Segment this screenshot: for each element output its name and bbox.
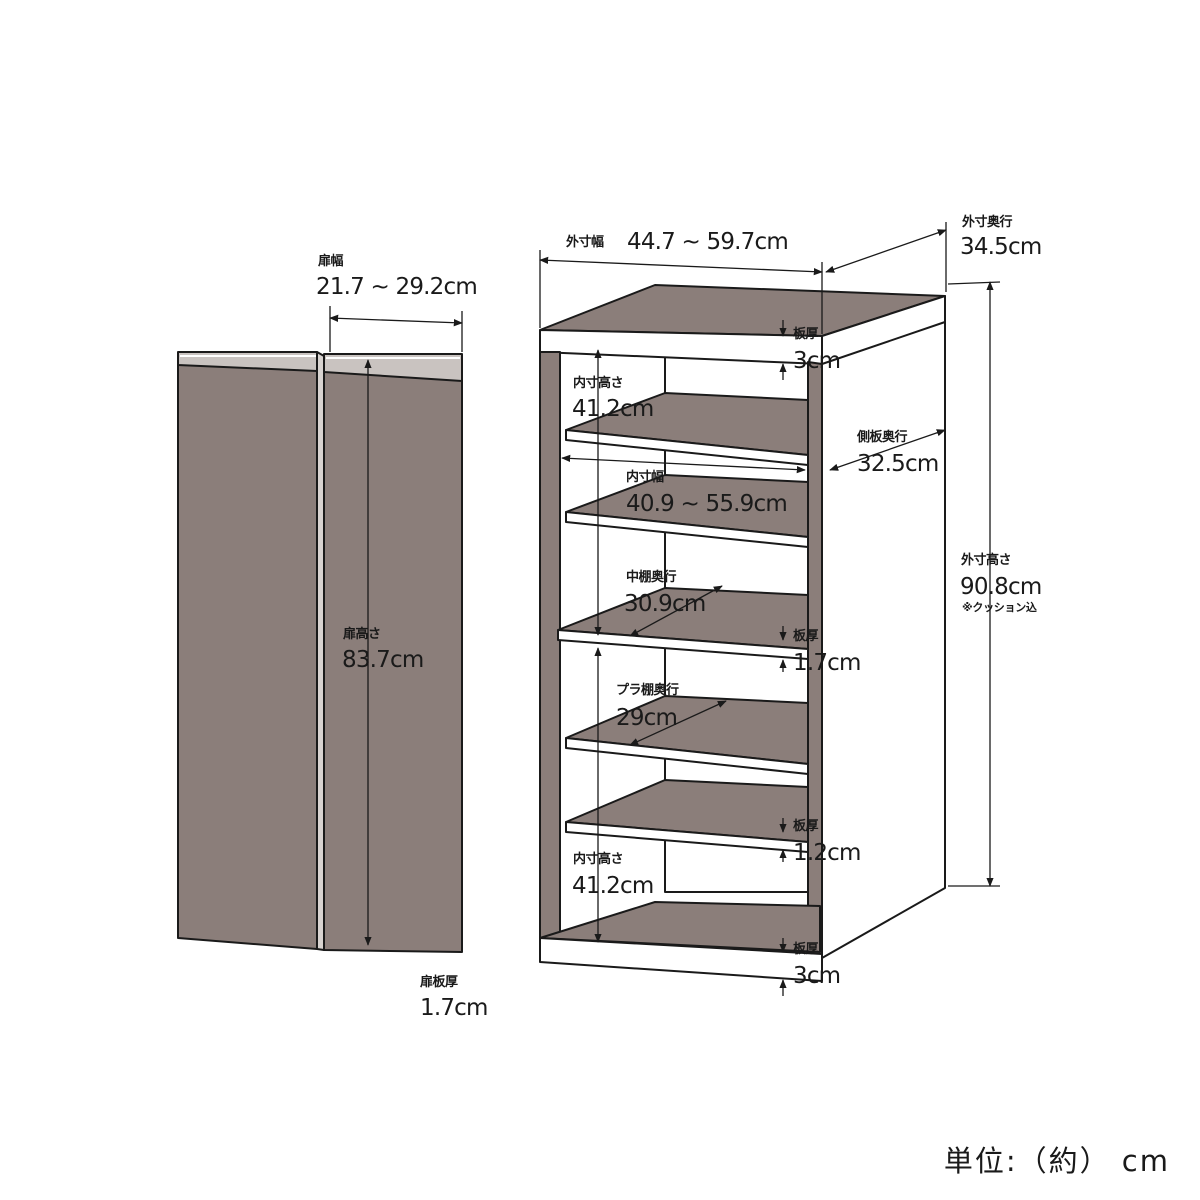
side-board-depth-label: 側板奥行 [857, 430, 908, 445]
plastic-shelf-depth-label: プラ棚奥行 [616, 683, 679, 698]
bottom-board-thickness-value: 3cm [793, 963, 841, 989]
left-door-edge [316, 351, 325, 951]
outer-height-label: 外寸高さ [961, 553, 1012, 568]
bottom-board-thickness-label: 板厚 [793, 942, 819, 957]
middle-shelf-depth-value: 30.9cm [624, 591, 706, 617]
door-height-value: 83.7cm [342, 647, 424, 673]
door-thickness-label: 扉板厚 [420, 975, 458, 990]
cabinet-bottom-front [539, 937, 823, 982]
side-board-depth-value: 32.5cm [857, 451, 939, 477]
top-board-thickness-label: 板厚 [793, 327, 819, 342]
unit-note: 単位:（約） cm [943, 1144, 1170, 1178]
inner-width-label: 内寸幅 [626, 470, 664, 485]
plastic-board-thickness-value: 1.2cm [793, 840, 861, 866]
inner-height-top-value: 41.2cm [572, 396, 654, 422]
inner-height-bottom-label: 内寸高さ [573, 852, 624, 867]
top-board-thickness-value: 3cm [793, 348, 841, 374]
inner-height-top-label: 内寸高さ [573, 376, 624, 391]
outer-height-note: ※クッション込 [962, 601, 1037, 614]
cabinet-top-front [539, 329, 823, 365]
door-dimension-lines [329, 306, 463, 946]
cabinet-dimension-lines [539, 222, 1001, 996]
middle-board-thickness-label: 板厚 [793, 629, 819, 644]
left-door [177, 359, 318, 950]
outer-height-value: 90.8cm [960, 574, 1042, 600]
door-width-label: 扉幅 [318, 254, 344, 269]
plastic-shelf-depth-value: 29cm [616, 705, 678, 731]
outer-depth-label: 外寸奥行 [962, 215, 1013, 230]
cabinet-left-side [539, 351, 561, 943]
cabinet-body [539, 284, 946, 982]
outer-width-value: 44.7 ~ 59.7cm [627, 229, 789, 255]
door-width-value: 21.7 ~ 29.2cm [316, 274, 478, 300]
inner-height-bottom-value: 41.2cm [572, 873, 654, 899]
inner-width-value: 40.9 ~ 55.9cm [626, 491, 788, 517]
middle-shelf-depth-label: 中棚奥行 [626, 570, 677, 585]
door-panels [177, 351, 463, 953]
outer-depth-value: 34.5cm [960, 234, 1042, 260]
right-door-top-handle [323, 353, 463, 382]
door-thickness-value: 1.7cm [420, 995, 488, 1021]
cabinet-bottom-face [539, 901, 821, 953]
door-height-label: 扉高さ [343, 627, 381, 642]
plastic-board-thickness-label: 板厚 [793, 819, 819, 834]
middle-board-thickness-value: 1.7cm [793, 650, 861, 676]
outer-width-label: 外寸幅 [566, 235, 604, 250]
